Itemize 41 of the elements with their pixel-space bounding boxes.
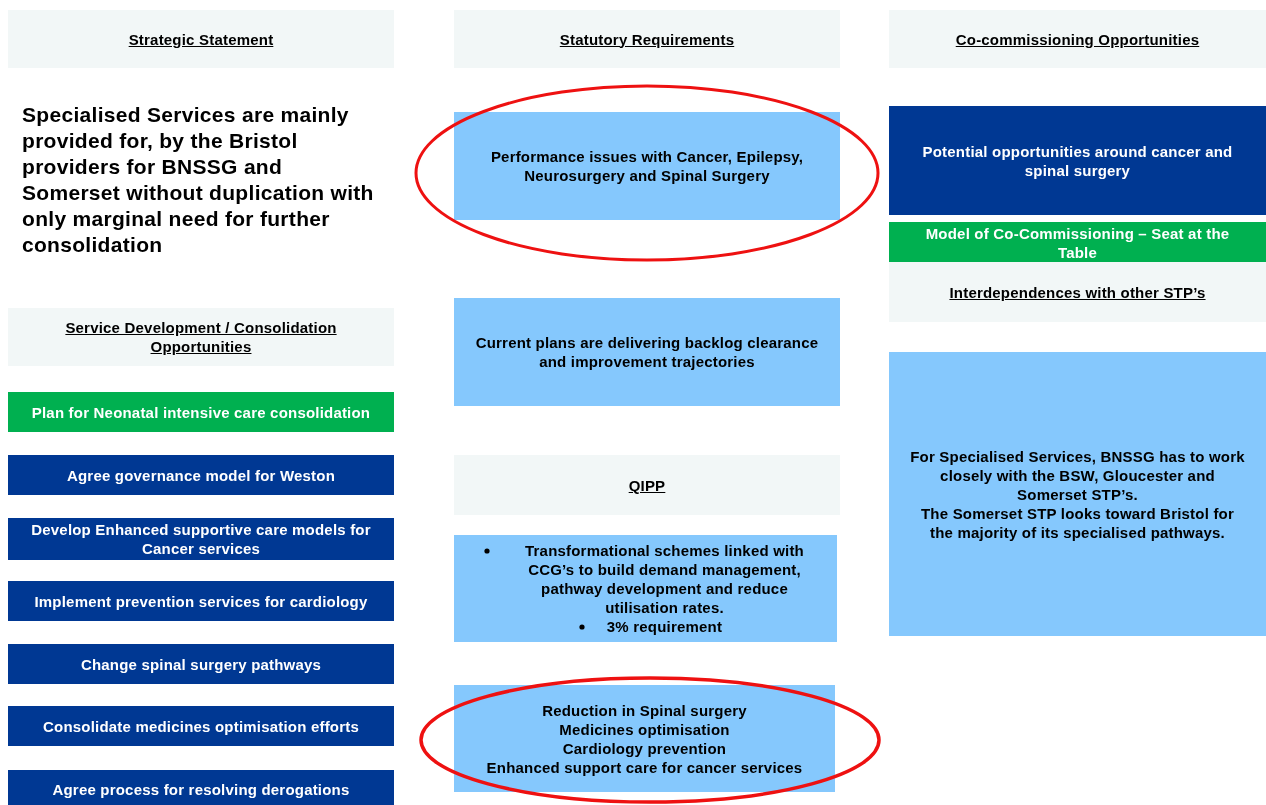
header-text: Interdependences with other STP’s [949, 282, 1206, 302]
box-text: Implement prevention services for cardiology [34, 591, 368, 611]
bullet-text: Transformational schemes linked with CCG’s to build demand management, pathway development and reduce utilisation rates. [524, 541, 805, 617]
section-header [889, 262, 1266, 322]
box-text: Change spinal surgery pathways [80, 654, 322, 674]
box-text: For Specialised Services, BNSSG has to work closely with the BSW, Gloucester and Somerset STP’s. [909, 446, 1246, 504]
action-box [8, 581, 394, 621]
header-text: Service Development / Consolidation Opportunities [64, 318, 338, 356]
header-text: Co-commissioning Opportunities [955, 29, 1200, 49]
header-text: Statutory Requirements [559, 29, 735, 49]
box-text: Consolidate medicines optimisation efforts [43, 716, 359, 736]
action-box [8, 706, 394, 746]
box-text: Agree process for resolving derogations [52, 779, 350, 799]
action-box [8, 455, 394, 495]
action-box [889, 106, 1266, 215]
box-text: Reduction in Spinal surgery [542, 700, 747, 720]
statement-text: Specialised Services are mainly provided for, by the Bristol providers for BNSSG and Somerset without duplication with only marginal need for further consolidation [22, 102, 375, 258]
header-text: QIPP [628, 475, 666, 495]
highlight-box [8, 392, 394, 432]
box-text: Cardiology prevention [562, 738, 727, 758]
box-text: Model of Co-Commissioning – Seat at the Table [924, 224, 1231, 262]
box-text: The Somerset STP looks toward Bristol for the majority of its specialised pathways. [920, 503, 1235, 542]
box-text: Current plans are delivering backlog clearance and improvement trajectories [474, 333, 820, 371]
action-box [8, 518, 394, 560]
bullet-text: 3% requirement [606, 617, 723, 636]
action-box [8, 644, 394, 684]
box-text: Potential opportunities around cancer and spinal surgery [921, 141, 1234, 180]
box-text: Performance issues with Cancer, Epilepsy, Neurosurgery and Spinal Surgery [489, 147, 805, 185]
info-box [454, 298, 840, 406]
box-text: Agree governance model for Weston [66, 465, 335, 485]
header-text: Strategic Statement [128, 29, 274, 49]
info-box [454, 535, 837, 642]
info-box [454, 112, 840, 220]
action-box [8, 770, 394, 805]
box-text: Develop Enhanced supportive care models for Cancer services [30, 520, 372, 558]
box-text: Medicines optimisation [559, 719, 730, 739]
info-box [454, 685, 835, 792]
highlight-box [889, 222, 1266, 264]
box-text: Plan for Neonatal intensive care consolidation [31, 402, 371, 422]
info-box [889, 352, 1266, 636]
box-text: Enhanced support care for cancer services [486, 757, 803, 777]
